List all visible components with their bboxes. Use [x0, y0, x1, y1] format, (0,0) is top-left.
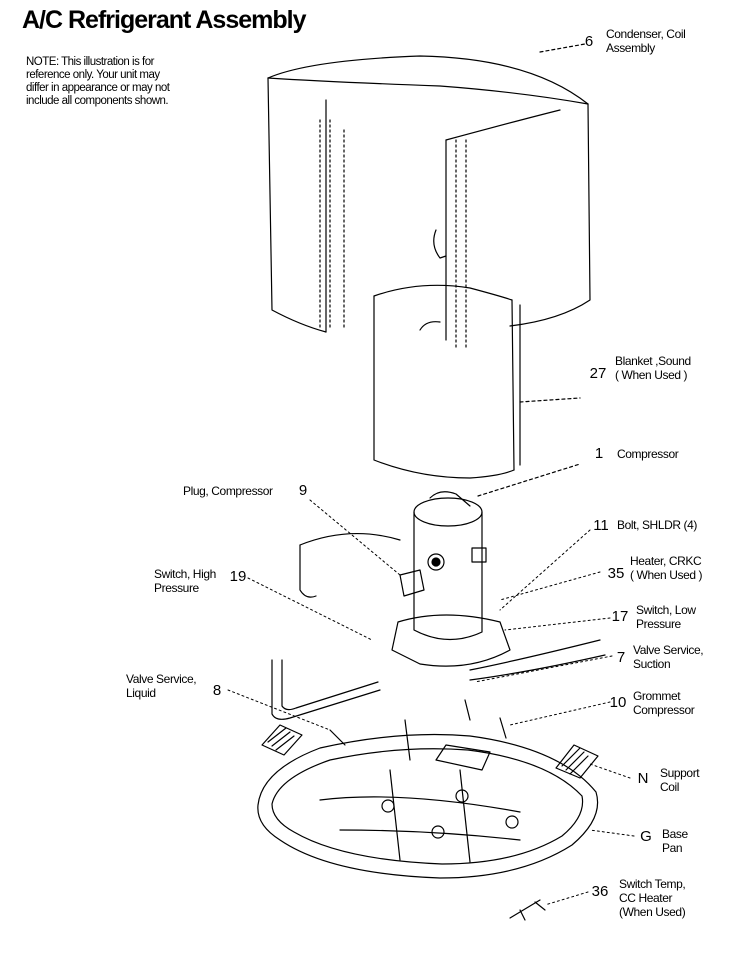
callout-number: G	[640, 828, 652, 845]
tubing-drawing	[271, 639, 606, 761]
leader-lines	[227, 499, 635, 906]
callout-number: 19	[229, 568, 247, 585]
note-line: NOTE: This illustration is for	[26, 56, 154, 68]
base-pan-drawing	[257, 733, 599, 879]
callout-number: 1	[594, 445, 604, 462]
part-label-sound-blanket: Blanket ,Sound( When Used )	[615, 354, 691, 382]
part-label-bolt-shldr: Bolt, SHLDR (4)	[617, 518, 698, 532]
callout-number: 8	[212, 682, 222, 699]
callout-number: 9	[298, 482, 308, 499]
note-text: NOTE: This illustration is for reference…	[26, 56, 231, 108]
callout-number: 6	[584, 33, 594, 50]
part-label-valve-service-liquid: Valve Service,Liquid	[126, 672, 197, 700]
callout-number: 10	[609, 694, 627, 711]
callout-number: 36	[591, 883, 609, 900]
callout-number: 27	[589, 365, 607, 382]
note-line: reference only. Your unit may	[26, 69, 160, 81]
compressor-drawing	[299, 463, 581, 667]
sound-blanket-drawing	[373, 284, 581, 479]
part-label-heater-crkc: Heater, CRKC( When Used )	[630, 554, 703, 582]
temp-switch-drawing	[509, 899, 546, 921]
note-line: include all components shown.	[26, 95, 169, 107]
callout-number: N	[637, 770, 649, 787]
callout-number: 7	[616, 649, 626, 666]
part-label-switch-temp: Switch Temp,CC Heater(When Used)	[619, 877, 686, 919]
part-label-compressor: Compressor	[617, 447, 679, 461]
callout-number: 11	[593, 517, 609, 534]
page-title: A/C Refrigerant Assembly	[22, 6, 306, 34]
callout-number: 35	[607, 565, 625, 582]
callout-number: 17	[611, 608, 629, 625]
part-label-plug-compressor: Plug, Compressor	[183, 484, 273, 498]
condenser-coil-drawing	[267, 43, 591, 351]
note-line: differ in appearance or may not	[26, 82, 170, 94]
coil-support-drawing	[261, 724, 599, 779]
part-label-valve-service-suction: Valve Service,Suction	[633, 643, 704, 671]
